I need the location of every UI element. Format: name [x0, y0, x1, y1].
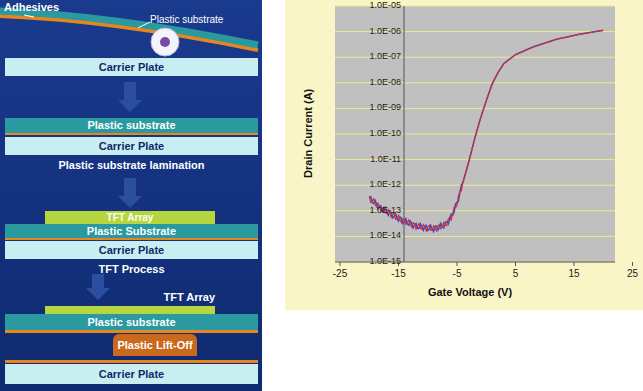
y-axis [404, 6, 405, 262]
tick-mark [574, 262, 575, 266]
tft-array-layer: TFT Array [45, 211, 215, 224]
carrier-plate: Carrier Plate [5, 364, 258, 384]
tft-array-layer: TFT Array [45, 306, 215, 314]
tick-label: -5 [442, 268, 472, 280]
leader-line [138, 22, 150, 28]
plastic-substrate-layer: Plastic substrate [5, 314, 258, 330]
tick-label: -15 [384, 268, 414, 280]
tick-label: 1.0E-06 [340, 26, 401, 36]
panel-background [0, 0, 262, 391]
layer-label: Carrier Plate [99, 140, 164, 153]
plastic-substrate-layer: Plastic substrate [5, 118, 258, 135]
tick-label: -25 [325, 268, 355, 280]
layer-label: Plastic substrate [87, 119, 175, 132]
tick-label: 1.0E-08 [340, 77, 401, 87]
tick-label: 1.0E-12 [340, 179, 401, 189]
carrier-plate: Carrier Plate [5, 58, 258, 76]
transfer-curves [369, 30, 603, 231]
tick-label: 1.0E-13 [340, 205, 401, 215]
chart-background [285, 0, 643, 310]
data-curve [369, 30, 603, 231]
carrier-plate: Carrier Plate [5, 137, 258, 155]
lift-off-tool: Plastic Lift-Off [113, 334, 197, 356]
layer-label: TFT Array [163, 291, 215, 304]
layer-label: Carrier Plate [99, 61, 164, 74]
axis-title: Gate Voltage (V) [410, 286, 530, 299]
roller [151, 28, 179, 56]
tick-mark [515, 262, 516, 266]
step-caption: Plastic substrate lamination [5, 159, 258, 172]
tick-label: 1.0E-09 [340, 102, 401, 112]
data-curve [369, 30, 603, 230]
tick-label: 1.0E-11 [340, 154, 401, 164]
layer-label: Carrier Plate [99, 368, 164, 381]
tick-label: 25 [618, 268, 643, 280]
tick-label: 1.0E-15 [340, 256, 401, 266]
layer-label: Plastic Lift-Off [117, 339, 192, 352]
tick-label: 1.0E-05 [340, 0, 401, 10]
roller-axle [160, 37, 170, 47]
leader-line [24, 15, 34, 17]
tick-label: 1.0E-07 [340, 51, 401, 61]
plastic-substrate-layer: Plastic Substrate [5, 224, 258, 240]
layer-label: Plastic Substrate [87, 225, 176, 238]
tick-label: 1.0E-14 [340, 230, 401, 240]
adhesive-layer [5, 330, 258, 333]
tick-label: 5 [501, 268, 531, 280]
tick-mark [457, 262, 458, 266]
part-label: Plastic substrate [150, 14, 250, 26]
plot-area [335, 6, 615, 262]
layer-label: Carrier Plate [99, 244, 164, 257]
stage-arrow [86, 274, 110, 300]
tick-label: 15 [559, 268, 589, 280]
tick-mark [340, 262, 341, 266]
adhesive-layer [5, 360, 258, 363]
tick-mark [632, 262, 633, 266]
carrier-plate: Carrier Plate [5, 241, 258, 259]
stage-arrow [118, 82, 142, 112]
layer-label: Plastic substrate [87, 316, 175, 329]
layer-label: TFT Array [107, 212, 154, 224]
tick-label: 1.0E-10 [340, 128, 401, 138]
plastic-substrate-strip [0, 11, 258, 45]
stage-arrow [118, 178, 142, 208]
part-label: Adhesives [4, 1, 74, 14]
axis-title: Drain Current (A) [302, 73, 315, 193]
step-caption: TFT Process [5, 263, 258, 276]
gridlines [335, 6, 633, 266]
